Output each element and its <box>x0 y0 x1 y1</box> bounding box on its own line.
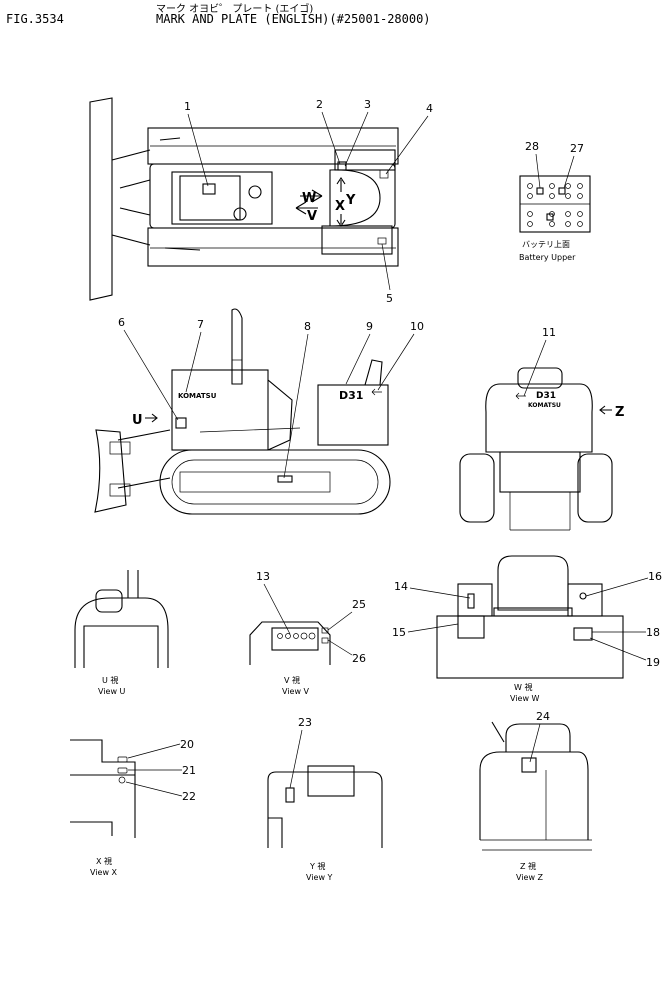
view-v-caption-jp: V 視 <box>284 676 300 685</box>
view-z-caption-jp: Z 視 <box>520 862 536 871</box>
view-marker-u: U <box>132 413 143 428</box>
view-w <box>436 555 624 679</box>
callout-25: 25 <box>352 598 366 611</box>
callout-24: 24 <box>536 710 550 723</box>
callout-10: 10 <box>410 320 424 333</box>
callout-15: 15 <box>392 626 406 639</box>
callout-14: 14 <box>394 580 408 593</box>
callout-23: 23 <box>298 716 312 729</box>
view-u-caption-en: View U <box>98 687 126 696</box>
callout-18: 18 <box>646 626 660 639</box>
battery-view <box>519 175 591 233</box>
japanese-title: マーク オヨビ゜ プレート (エイゴ) <box>156 4 314 15</box>
callout-2: 2 <box>316 98 323 111</box>
rear-brand-decal: KOMATSU <box>528 402 561 409</box>
callout-19: 19 <box>646 656 660 669</box>
view-marker-z: Z <box>615 405 624 420</box>
view-w-caption-jp: W 視 <box>514 683 532 692</box>
view-y-caption-en: View Y <box>306 873 333 882</box>
view-marker-x: X <box>335 199 345 214</box>
side-view: D31 KOMATSU <box>94 308 391 515</box>
callout-22: 22 <box>182 790 196 803</box>
callout-13: 13 <box>256 570 270 583</box>
callout-8: 8 <box>304 320 311 333</box>
side-brand-decal: KOMATSU <box>178 392 217 400</box>
figure-title: MARK AND PLATE (ENGLISH)(#25001-28000) <box>156 12 431 26</box>
view-marker-v: V <box>307 209 317 224</box>
callout-20: 20 <box>180 738 194 751</box>
callout-27: 27 <box>570 142 584 155</box>
rear-model-decal: D31 <box>536 391 556 401</box>
callout-28: 28 <box>525 140 539 153</box>
view-y-caption-jp: Y 視 <box>309 862 325 871</box>
callout-16: 16 <box>648 570 662 583</box>
callout-6: 6 <box>118 316 125 329</box>
top-view <box>89 97 399 301</box>
view-y <box>267 765 383 848</box>
view-z-caption-en: View Z <box>516 873 544 882</box>
callout-5: 5 <box>386 292 393 305</box>
callout-4: 4 <box>426 102 433 115</box>
callout-1: 1 <box>184 100 191 113</box>
view-marker-w: W <box>302 191 316 206</box>
callout-11: 11 <box>542 326 556 339</box>
callout-26: 26 <box>352 652 366 665</box>
rear-view: D31 KOMATSU <box>459 367 613 531</box>
view-u <box>74 570 169 668</box>
view-w-caption-en: View W <box>510 694 540 703</box>
callout-9: 9 <box>366 320 373 333</box>
callout-21: 21 <box>182 764 196 777</box>
view-x-caption-jp: X 視 <box>96 857 112 866</box>
side-model-decal: D31 <box>339 389 363 402</box>
view-v <box>249 621 331 665</box>
view-marker-y: Y <box>345 193 356 208</box>
view-z <box>479 721 592 851</box>
top-view-markers: W V X Y <box>295 177 356 227</box>
view-x-caption-en: View X <box>90 868 118 877</box>
view-u-caption-jp: U 視 <box>102 676 118 685</box>
callout-3: 3 <box>364 98 371 111</box>
figure-number: FIG.3534 <box>6 12 64 26</box>
callout-7: 7 <box>197 318 204 331</box>
battery-caption-jp: バッテリ上面 <box>522 240 570 249</box>
view-x <box>70 739 136 838</box>
view-v-caption-en: View V <box>282 687 310 696</box>
battery-caption-en: Battery Upper <box>519 253 576 262</box>
